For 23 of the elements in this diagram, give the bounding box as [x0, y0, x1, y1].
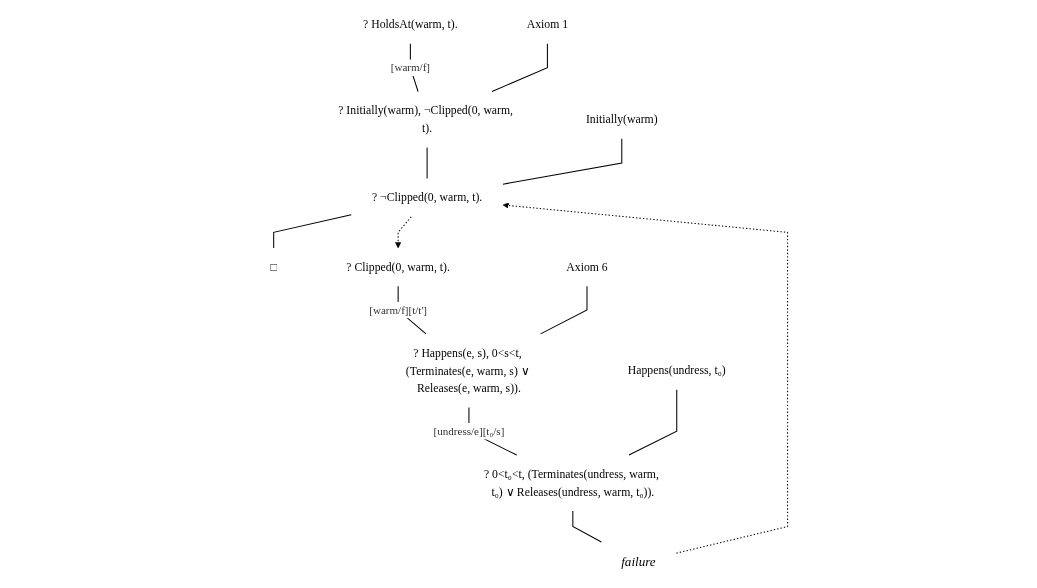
node-text: Axiom 1	[526, 17, 569, 32]
edge-label: [undress/e][t₀/s]	[433, 425, 505, 437]
node-text: Axiom 6	[566, 260, 608, 274]
connector	[572, 510, 602, 543]
connector	[628, 389, 678, 456]
arrow	[502, 202, 789, 554]
node-text: □	[270, 260, 278, 274]
node-text: ? Initially(warm), ¬Clipped(0, warm, t).	[338, 103, 514, 135]
edge-label: [warm/f][t/t']	[369, 303, 428, 316]
node-text: ? Clipped(0, warm, t).	[346, 260, 450, 274]
node-text: ? HoldsAt(warm, t).	[363, 17, 458, 32]
node-text: ? 0<t₀<t, (Terminates(undress, warm, t₀) ∨ Releases(undress, warm, t₀)).	[483, 467, 659, 499]
connector	[540, 285, 588, 335]
arrow	[395, 216, 412, 249]
node-text: Happens(undress, t₀)	[627, 363, 726, 378]
connector	[273, 214, 352, 249]
connector	[502, 138, 623, 185]
connector	[491, 43, 548, 92]
node-text: failure	[621, 554, 656, 570]
edge-label: [warm/f]	[390, 61, 430, 74]
node-text: ? Happens(e, s), 0<s<t, (Terminates(e, warm, s) ∨ Releases(e, warm, s)).	[405, 346, 530, 395]
node-text: Initially(warm)	[585, 112, 658, 126]
node-text: ? ¬Clipped(0, warm, t).	[371, 190, 483, 205]
